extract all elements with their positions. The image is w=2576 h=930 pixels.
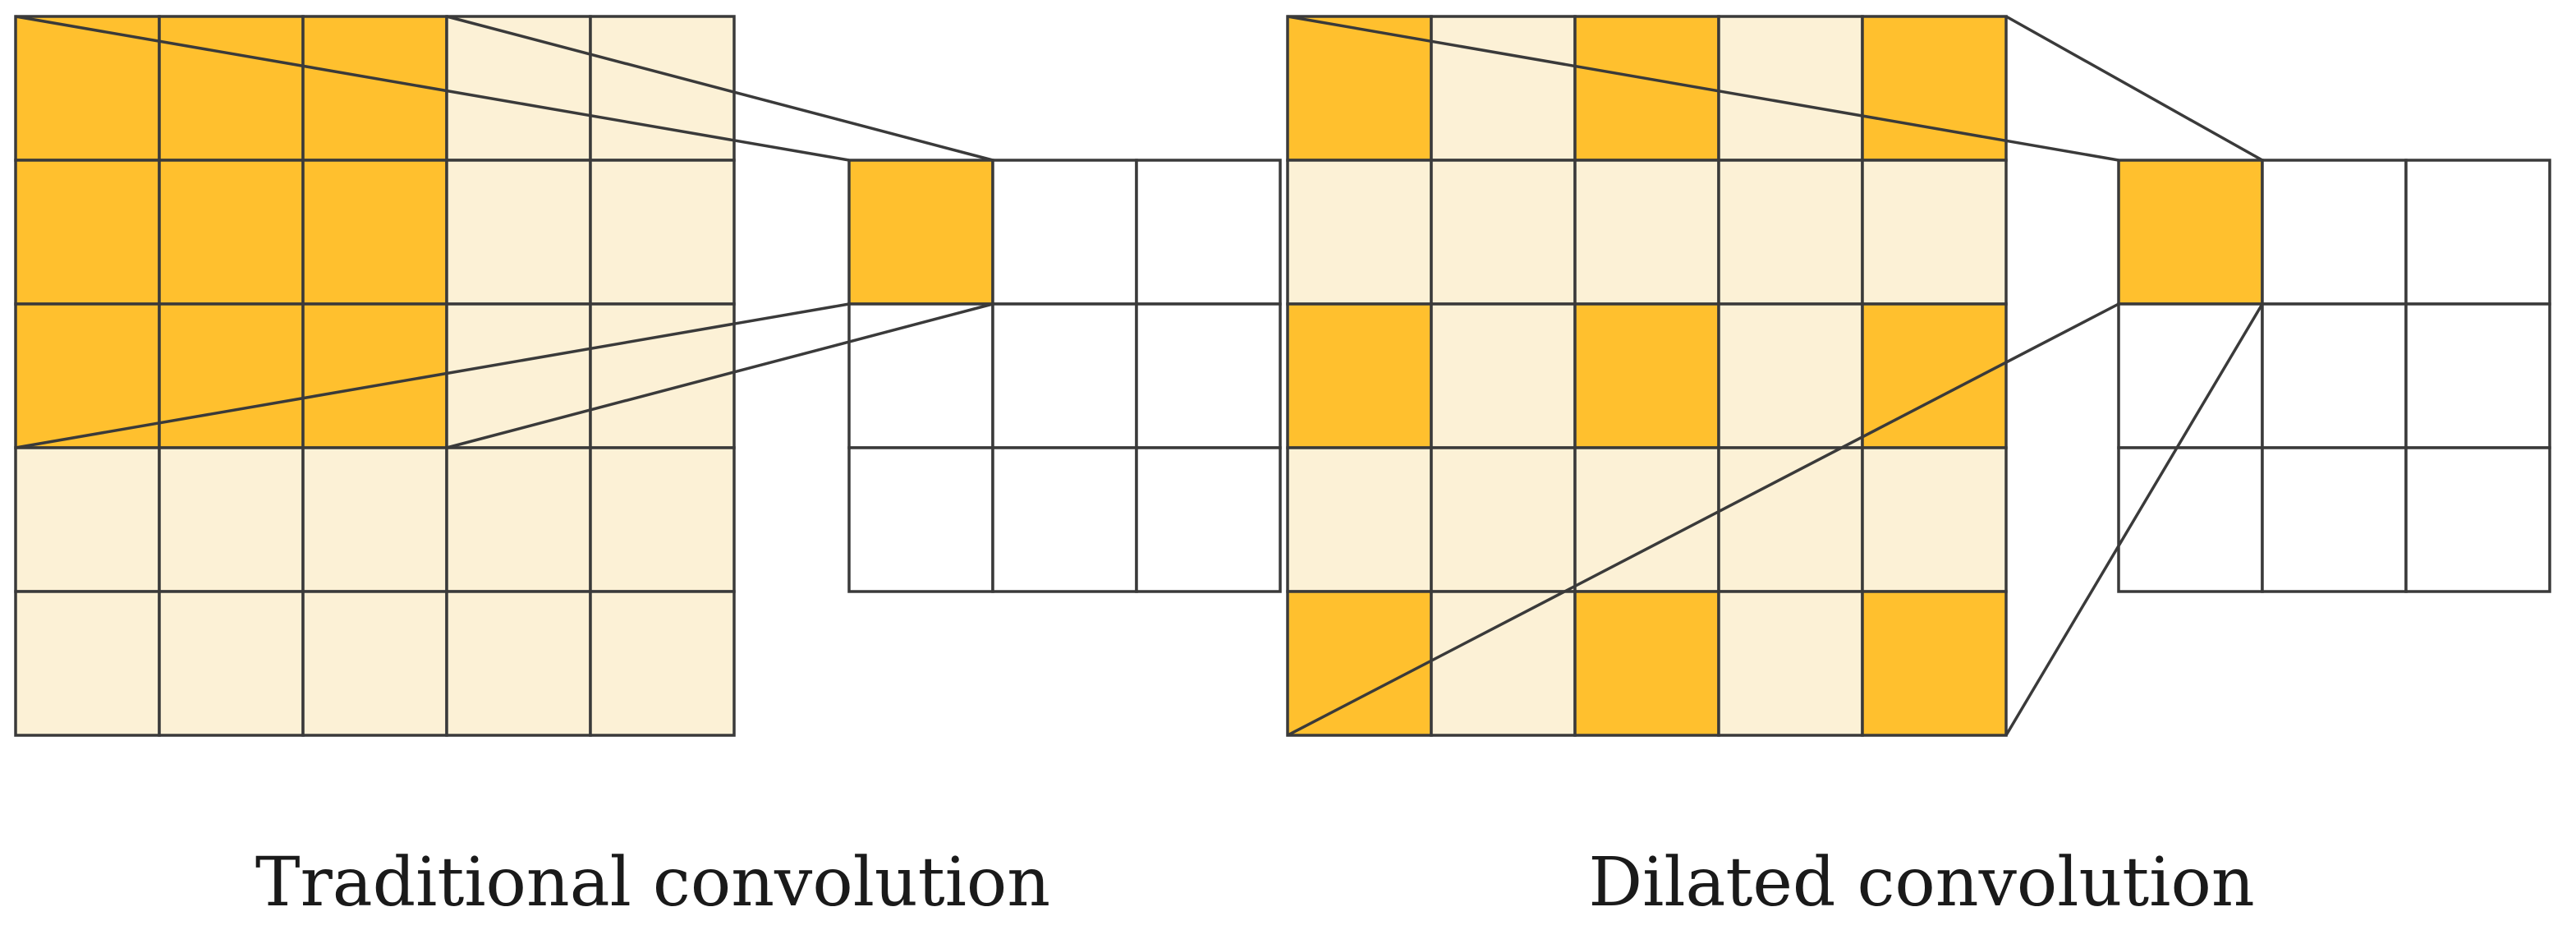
- dilated-caption: Dilated convolution: [1588, 844, 2254, 922]
- dilated-projection-line: [2004, 303, 2264, 736]
- dilated-projection-line: [2005, 15, 2263, 162]
- dilated-input-cell-highlighted: [1286, 590, 1433, 737]
- dilated-output-grid: [2117, 159, 2551, 593]
- dilated-output-cell: [2261, 159, 2408, 306]
- traditional-input-cell-highlighted: [301, 15, 448, 162]
- dilated-input-cell: [1430, 159, 1577, 306]
- dilated-input-cell: [1573, 159, 1720, 306]
- traditional-input-cell: [14, 446, 161, 593]
- dilated-input-cell: [1430, 446, 1577, 593]
- dilated-output-cell: [2404, 302, 2551, 449]
- dilated-input-cell-highlighted: [1861, 590, 2008, 737]
- dilated-input-cell: [1861, 159, 2008, 306]
- dilated-input-cell: [1430, 302, 1577, 449]
- traditional-projection-line: [15, 302, 850, 449]
- traditional-input-cell: [158, 590, 305, 737]
- traditional-input-cell: [589, 590, 736, 737]
- dilated-input-cell: [1286, 159, 1433, 306]
- traditional-output-grid: [847, 159, 1282, 593]
- dilated-output-cell: [2261, 446, 2408, 593]
- traditional-input-cell: [589, 15, 736, 162]
- traditional-output-cell: [1135, 159, 1282, 306]
- traditional-input-cell: [445, 590, 592, 737]
- traditional-output-cell: [991, 446, 1138, 593]
- traditional-projection-lines: [15, 15, 994, 449]
- traditional-output-cell: [847, 446, 994, 593]
- traditional-input-cell: [301, 590, 448, 737]
- traditional-output-cell-highlighted: [847, 159, 994, 306]
- traditional-input-cell: [445, 159, 592, 306]
- traditional-output-cell: [847, 302, 994, 449]
- traditional-input-cell: [445, 446, 592, 593]
- traditional-input-cell: [158, 446, 305, 593]
- traditional-input-cell: [589, 159, 736, 306]
- dilated-input-cell-highlighted: [1286, 302, 1433, 449]
- dilated-projection-lines: [1287, 15, 2264, 737]
- dilated-input-cell: [1717, 590, 1864, 737]
- traditional-projection-line: [15, 15, 850, 162]
- dilated-output-cell: [2261, 302, 2408, 449]
- traditional-output-cell: [1135, 446, 1282, 593]
- traditional-projection-line: [446, 302, 994, 449]
- dilated-input-cell: [1573, 446, 1720, 593]
- dilated-output-cell-highlighted: [2117, 159, 2264, 306]
- dilated-input-cell-highlighted: [1573, 302, 1720, 449]
- dilated-input-cell-highlighted: [1861, 15, 2008, 162]
- dilated-input-cell: [1717, 302, 1864, 449]
- traditional-input-grid: [14, 15, 736, 737]
- dilated-input-cell: [1717, 446, 1864, 593]
- traditional-input-cell-highlighted: [158, 159, 305, 306]
- traditional-input-cell: [445, 15, 592, 162]
- traditional-input-cell: [14, 590, 161, 737]
- traditional-caption: Traditional convolution: [255, 844, 1050, 922]
- traditional-input-cell: [589, 302, 736, 449]
- traditional-output-cell: [1135, 302, 1282, 449]
- dilated-projection-line: [1287, 15, 2119, 162]
- traditional-input-cell-highlighted: [158, 302, 305, 449]
- dilated-input-cell: [1286, 446, 1433, 593]
- dilated-input-cell: [1430, 15, 1577, 162]
- traditional-input-cell: [445, 302, 592, 449]
- traditional-output-cell: [991, 159, 1138, 306]
- dilated-projection-line: [1287, 302, 2119, 737]
- traditional-output-cell: [991, 302, 1138, 449]
- dilated-input-cell: [1717, 15, 1864, 162]
- dilated-input-cell-highlighted: [1573, 590, 1720, 737]
- traditional-input-cell-highlighted: [14, 15, 161, 162]
- traditional-input-cell: [301, 446, 448, 593]
- traditional-input-cell: [589, 446, 736, 593]
- traditional-input-cell-highlighted: [301, 159, 448, 306]
- dilated-input-cell: [1430, 590, 1577, 737]
- dilated-input-cell: [1861, 446, 2008, 593]
- traditional-input-cell-highlighted: [14, 159, 161, 306]
- traditional-input-cell-highlighted: [158, 15, 305, 162]
- dilated-output-cell: [2404, 446, 2551, 593]
- dilated-output-cell: [2404, 159, 2551, 306]
- traditional-input-cell-highlighted: [14, 302, 161, 449]
- dilated-output-cell: [2117, 446, 2264, 593]
- dilated-input-cell: [1717, 159, 1864, 306]
- traditional-projection-line: [446, 15, 994, 162]
- dilated-input-grid: [1286, 15, 2008, 737]
